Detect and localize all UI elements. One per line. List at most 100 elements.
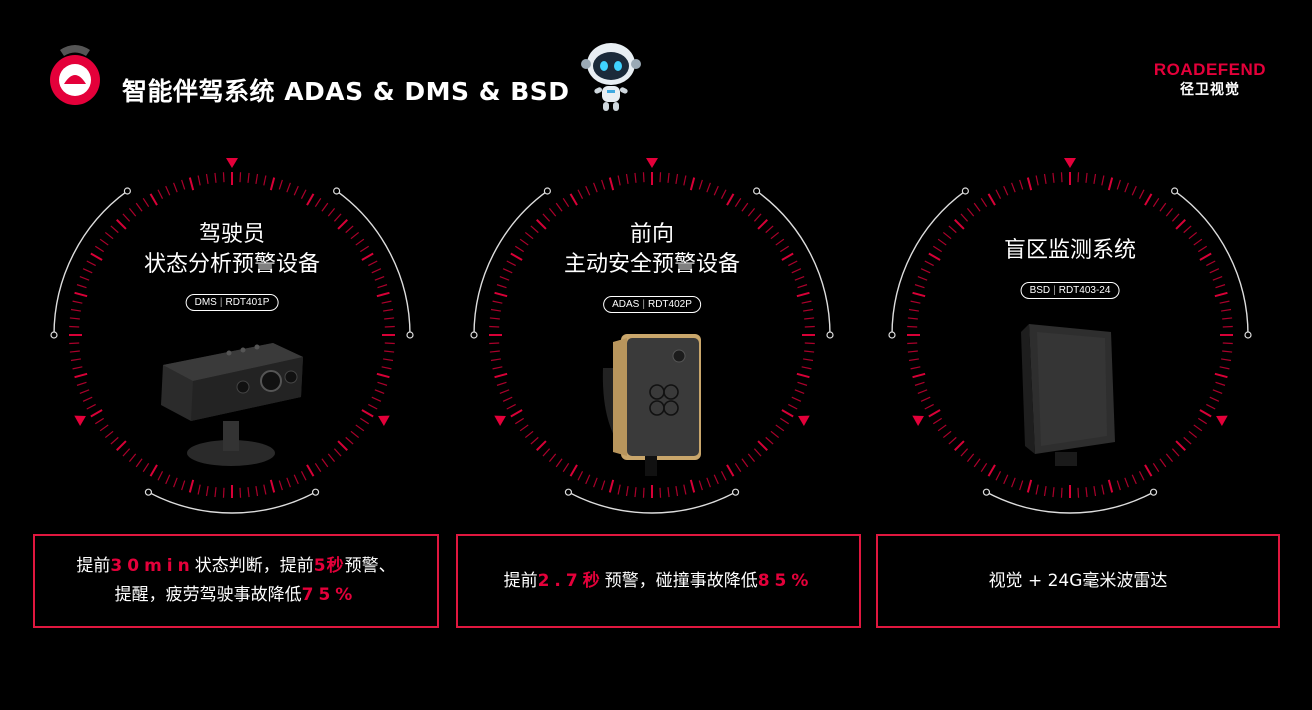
dial-node — [961, 187, 969, 195]
dial-ring-graphic — [888, 158, 1252, 514]
dial-tick — [1215, 381, 1226, 386]
dial-pointer-icon — [1064, 158, 1076, 168]
dial-tick — [1101, 175, 1105, 186]
dial-tick — [1035, 175, 1039, 186]
info-box-dms: 提前30min状态判断，提前5秒预警、 提醒，疲劳驾驶事故降低75% — [33, 534, 439, 628]
dial-tick — [966, 453, 975, 463]
dial-tick — [173, 182, 178, 193]
dial-tick — [383, 358, 394, 362]
dial-tick — [1197, 245, 1208, 253]
dial-tick — [973, 202, 981, 212]
dial-tick — [601, 179, 606, 190]
highlight-value: 85% — [757, 570, 814, 591]
dial-tick — [377, 381, 388, 386]
dial-node — [982, 488, 991, 496]
dial-tick — [625, 173, 629, 184]
dial-tick — [492, 366, 503, 370]
dial-tick — [321, 458, 329, 468]
dial-tick — [608, 479, 615, 493]
dial-tick — [247, 172, 250, 183]
dial-node — [826, 331, 834, 339]
dial-tick — [110, 436, 119, 445]
dial-node — [543, 187, 551, 195]
dial-tick — [907, 317, 918, 320]
dial-tick — [72, 366, 83, 370]
dial-tick — [524, 430, 534, 439]
dial-tick — [94, 245, 105, 253]
dial-tick — [76, 381, 87, 386]
dial-tick — [770, 231, 780, 240]
dial-tick — [683, 484, 687, 495]
dial-tick — [910, 366, 921, 370]
dial-tick — [79, 276, 90, 281]
dial-tick — [104, 231, 114, 240]
highlight-value: 2.7秒 — [537, 570, 605, 591]
dial-tick — [542, 213, 551, 222]
dial-tick — [803, 358, 814, 362]
dial-tick — [920, 268, 931, 274]
dial-tick — [306, 193, 315, 206]
dial-tick — [1199, 252, 1212, 261]
dial-tick — [689, 177, 696, 191]
info-text: 预警、 — [344, 556, 396, 576]
dial-tick — [608, 177, 615, 191]
dial-tick — [948, 436, 957, 445]
dial-tick — [779, 417, 790, 425]
dial-tick — [197, 175, 201, 186]
dial-tick — [1183, 436, 1192, 445]
dial-tick — [135, 202, 143, 212]
dial-tick — [1144, 193, 1153, 206]
dial-tick — [384, 342, 395, 345]
dial-tick — [355, 238, 365, 246]
dial-tick — [753, 448, 762, 457]
product-dial-bsd: 盲区监测系统 BSD|RDT403-24 — [885, 150, 1255, 520]
dial-tick — [506, 260, 516, 267]
product-title-line1: 前向 — [629, 222, 674, 247]
highlight-value: 30min — [110, 556, 195, 576]
dial-tick — [667, 172, 670, 183]
dial-tick — [801, 366, 812, 370]
dial-tick — [69, 317, 80, 320]
dial-tick — [255, 486, 259, 497]
dial-tick — [803, 308, 814, 312]
dial-tick — [765, 436, 774, 445]
dial-tick — [907, 350, 918, 353]
dial-tick — [634, 172, 637, 183]
dial-tick — [86, 260, 96, 267]
dial-tick — [510, 409, 523, 418]
dial-tick — [625, 486, 629, 497]
brand-logo: ROADEFEND 径卫视觉 — [1140, 60, 1280, 99]
dms-camera-icon — [153, 335, 309, 475]
dial-tick — [149, 193, 158, 206]
product-title: 盲区监测系统 — [885, 236, 1255, 266]
dial-tick — [350, 430, 360, 439]
dial-tick — [116, 440, 127, 451]
dial-tick — [1206, 260, 1216, 267]
dial-tick — [726, 464, 735, 477]
dial-tick — [69, 350, 80, 353]
dial-tick — [1214, 291, 1228, 298]
dial-tick — [300, 189, 307, 199]
dial-tick — [157, 189, 164, 199]
dial-arc — [148, 491, 316, 514]
dial-tick — [222, 487, 225, 498]
dial-tick — [908, 308, 919, 312]
dial-tick — [359, 245, 370, 253]
dial-tick — [960, 448, 969, 457]
dial-tick — [917, 276, 928, 281]
dial-tick — [79, 389, 90, 394]
dial-tick — [642, 487, 645, 498]
dial-tick — [269, 479, 276, 493]
dial-tick — [278, 179, 283, 190]
dial-tick — [914, 284, 925, 289]
dial-tick — [499, 389, 510, 394]
dial-tick — [173, 477, 178, 488]
product-title: 前向 主动安全预警设备 — [467, 220, 837, 280]
dial-tick — [775, 424, 785, 432]
dial-arc — [986, 491, 1154, 514]
dial-tick — [1222, 317, 1233, 320]
dial-tick — [496, 284, 507, 289]
dial-node — [1171, 187, 1179, 195]
dial-tick — [1101, 484, 1105, 495]
dial-tick — [361, 252, 374, 261]
